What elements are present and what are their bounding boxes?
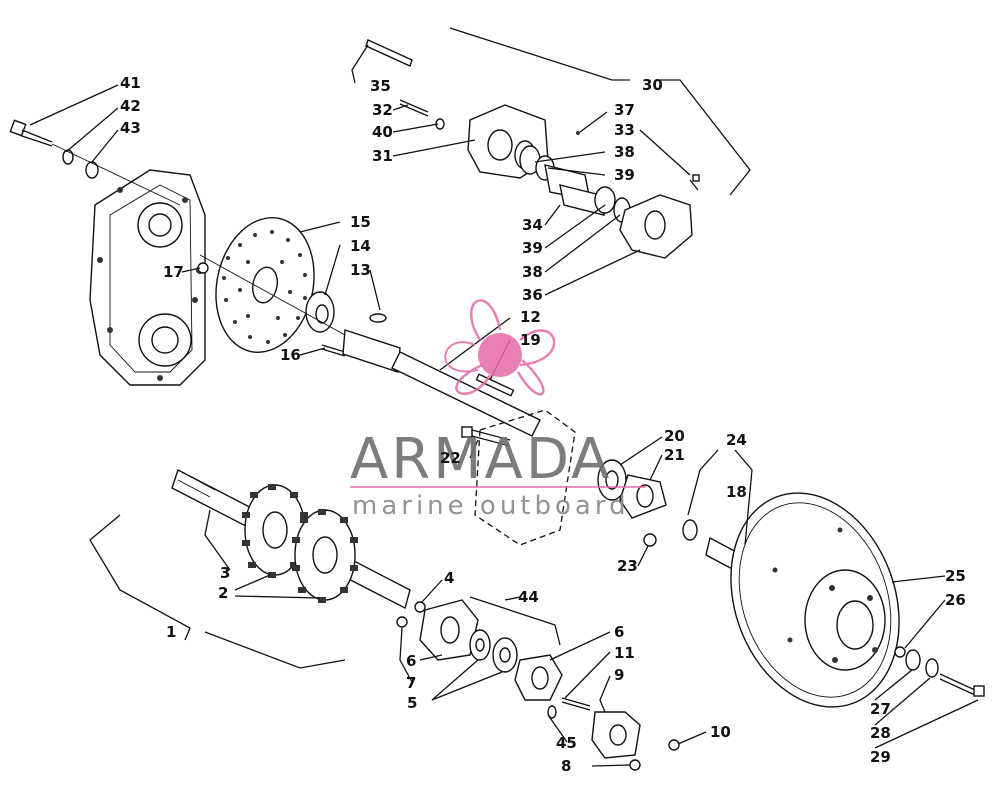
cotter-pin-35	[365, 39, 413, 67]
callout-2: 2	[218, 584, 228, 602]
bearing-flange-44	[419, 599, 479, 661]
brake-pad-34	[544, 164, 605, 216]
callout-42: 42	[120, 97, 141, 115]
watermark-brand: ARMADA	[350, 427, 612, 492]
callout-31: 31	[372, 147, 393, 165]
callout-39-upper: 39	[614, 166, 635, 184]
callout-33: 33	[614, 121, 635, 139]
callout-4: 4	[444, 569, 454, 587]
callout-23: 23	[617, 557, 638, 575]
callout-34: 34	[522, 216, 543, 234]
callout-8: 8	[561, 757, 571, 775]
callout-18: 18	[726, 483, 747, 501]
callout-6-right: 6	[614, 623, 624, 641]
callout-32: 32	[372, 101, 393, 119]
bearing-flange-44b	[514, 654, 563, 701]
callout-6-left: 6	[406, 652, 416, 670]
bearing-5b	[492, 637, 518, 673]
drive-sprocket-2b	[292, 509, 358, 603]
callout-21: 21	[664, 446, 685, 464]
callout-14: 14	[350, 237, 371, 255]
drive-sprocket-2a	[242, 484, 308, 578]
callout-7: 7	[406, 674, 416, 692]
caliper-body-36	[619, 194, 693, 259]
bolt-29	[939, 673, 985, 697]
callout-5: 5	[407, 694, 417, 712]
propeller-logo-icon	[444, 299, 556, 396]
watermark-tagline: marine outboard	[352, 491, 630, 521]
callout-22: 22	[440, 449, 461, 467]
grease-fitting-10	[668, 739, 680, 751]
callout-11: 11	[614, 644, 635, 662]
washer-45	[547, 705, 557, 719]
callout-15: 15	[350, 213, 371, 231]
callout-19: 19	[520, 331, 541, 349]
callout-17: 17	[163, 263, 184, 281]
bolt-22	[461, 426, 511, 447]
washer-28	[925, 658, 939, 678]
bolt-4	[414, 601, 426, 613]
callout-29: 29	[870, 748, 891, 766]
callout-45: 45	[556, 734, 577, 752]
driven-pulley-25	[730, 492, 900, 708]
bleeder-screw-33	[689, 174, 700, 191]
callout-38-upper: 38	[614, 143, 635, 161]
callout-30: 30	[642, 76, 663, 94]
callout-10: 10	[710, 723, 731, 741]
callout-16: 16	[280, 346, 301, 364]
washer-27	[905, 649, 921, 671]
callout-40: 40	[372, 123, 393, 141]
callout-20: 20	[664, 427, 685, 445]
callout-28: 28	[870, 724, 891, 742]
callout-13: 13	[350, 261, 371, 279]
bolt-11	[561, 697, 591, 711]
bolt-16	[321, 344, 346, 357]
flange-21	[619, 474, 667, 519]
callout-12: 12	[520, 308, 541, 326]
callout-44: 44	[518, 588, 539, 606]
callout-labels: 1 2 3 4 5 6 6 7 8 9 10 11 12 13 14 15 16…	[120, 74, 966, 775]
chain-case-housing	[89, 169, 206, 386]
callout-3: 3	[220, 564, 230, 582]
callout-1: 1	[166, 623, 176, 641]
nut-23	[643, 533, 657, 547]
bolt-7	[396, 616, 408, 628]
bolt-41	[9, 119, 53, 147]
brake-disc-15	[215, 217, 315, 353]
washer-24	[682, 519, 698, 541]
piston-39b	[594, 186, 616, 214]
callout-25: 25	[945, 567, 966, 585]
callout-43: 43	[120, 119, 141, 137]
nut-8	[629, 759, 641, 771]
disc-hub-14	[305, 291, 335, 333]
bearing-bracket-22	[474, 409, 576, 546]
end-cap-9	[591, 711, 641, 759]
callout-36: 36	[522, 286, 543, 304]
bolt-32	[399, 99, 429, 117]
callout-9: 9	[614, 666, 624, 684]
washer-26	[894, 646, 906, 658]
bearing-5a	[469, 629, 491, 661]
bearing-20	[597, 459, 627, 501]
callout-38-lower: 38	[522, 263, 543, 281]
washer-43	[85, 161, 99, 179]
callout-26: 26	[945, 591, 966, 609]
plug-37	[576, 131, 580, 135]
key-13	[369, 313, 387, 323]
callout-39-lower: 39	[522, 239, 543, 257]
callout-41: 41	[120, 74, 141, 92]
callout-27: 27	[870, 700, 891, 718]
callout-24: 24	[726, 431, 747, 449]
callout-37: 37	[614, 101, 635, 119]
callout-35: 35	[370, 77, 391, 95]
